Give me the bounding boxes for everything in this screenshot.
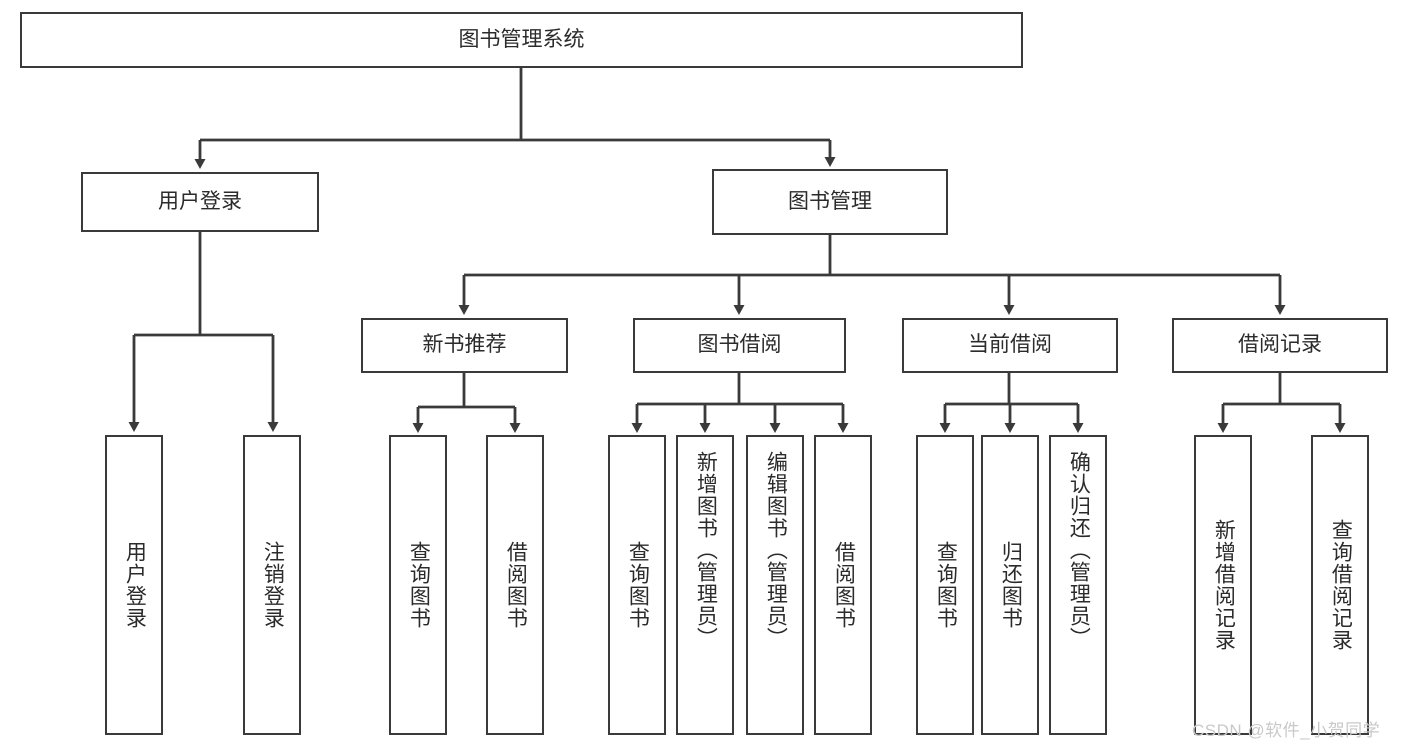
leaf-add-borrow-record[interactable]: 新增借阅记录 xyxy=(1194,435,1252,735)
leaf-edit-book[interactable]: 编辑图书（管理员） xyxy=(746,435,804,735)
leaf-add-borrow-record-label: 新增借阅记录 xyxy=(1212,519,1236,651)
node-root[interactable]: 图书管理系统 xyxy=(20,12,1023,68)
leaf-user-login-label: 用户登录 xyxy=(123,541,147,629)
leaf-user-login[interactable]: 用户登录 xyxy=(105,435,163,735)
node-book-borrow[interactable]: 图书借阅 xyxy=(633,318,846,373)
leaf-confirm-return-label: 确认归还（管理员） xyxy=(1067,451,1091,649)
leaf-borrow-book-rec-label: 借阅图书 xyxy=(504,541,528,629)
node-user-login[interactable]: 用户登录 xyxy=(81,172,319,232)
leaf-confirm-return[interactable]: 确认归还（管理员） xyxy=(1049,435,1107,735)
watermark-text: CSDN @软件_小贺同学 xyxy=(1192,721,1381,740)
node-user-login-label: 用户登录 xyxy=(158,189,242,213)
node-book-manage-label: 图书管理 xyxy=(788,189,872,213)
node-new-book-recommend-label: 新书推荐 xyxy=(422,333,507,357)
node-borrow-record-label: 借阅记录 xyxy=(1238,333,1322,357)
leaf-return-book-label: 归还图书 xyxy=(999,541,1023,629)
leaf-query-book-cur-label: 查询图书 xyxy=(934,541,958,629)
leaf-borrow-book-label: 借阅图书 xyxy=(832,541,856,629)
leaf-add-book-label: 新增图书（管理员） xyxy=(694,451,718,649)
leaf-query-borrow-record-label: 查询借阅记录 xyxy=(1329,519,1353,651)
leaf-query-borrow-record[interactable]: 查询借阅记录 xyxy=(1311,435,1369,735)
leaf-query-book-rec-label: 查询图书 xyxy=(407,541,431,629)
leaf-logout-login[interactable]: 注销登录 xyxy=(243,435,301,735)
leaf-add-book[interactable]: 新增图书（管理员） xyxy=(676,435,734,735)
node-root-label: 图书管理系统 xyxy=(458,27,585,51)
leaf-query-book-borrow-label: 查询图书 xyxy=(626,541,650,629)
leaf-query-book-rec[interactable]: 查询图书 xyxy=(389,435,447,735)
leaf-query-book-borrow[interactable]: 查询图书 xyxy=(608,435,666,735)
leaf-logout-login-label: 注销登录 xyxy=(261,541,285,629)
leaf-borrow-book-rec[interactable]: 借阅图书 xyxy=(486,435,544,735)
leaf-edit-book-label: 编辑图书（管理员） xyxy=(764,451,788,649)
leaf-return-book[interactable]: 归还图书 xyxy=(981,435,1039,735)
leaf-borrow-book[interactable]: 借阅图书 xyxy=(814,435,872,735)
node-book-manage[interactable]: 图书管理 xyxy=(712,169,948,235)
node-current-borrow[interactable]: 当前借阅 xyxy=(902,318,1118,373)
node-borrow-record[interactable]: 借阅记录 xyxy=(1172,318,1388,373)
node-new-book-recommend[interactable]: 新书推荐 xyxy=(361,318,568,373)
node-current-borrow-label: 当前借阅 xyxy=(968,333,1052,357)
node-book-borrow-label: 图书借阅 xyxy=(697,333,782,357)
leaf-query-book-cur[interactable]: 查询图书 xyxy=(916,435,974,735)
